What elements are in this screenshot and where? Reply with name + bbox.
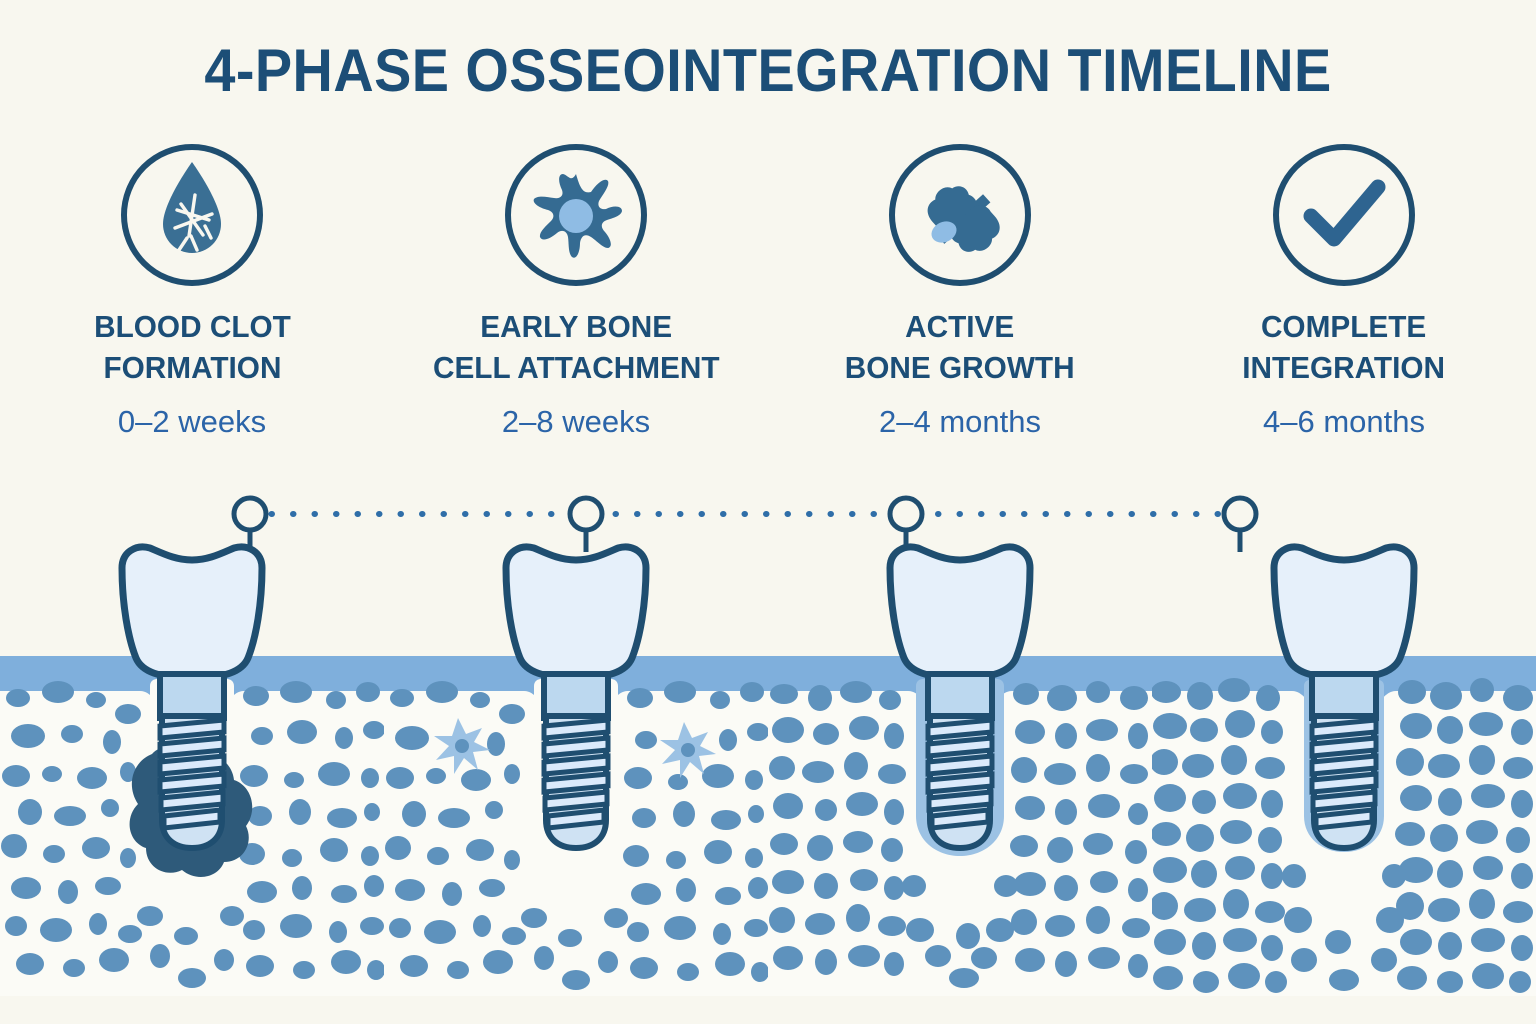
bone-speckles-right-4 xyxy=(1371,678,1533,993)
phase-duration-4: 4–6 months xyxy=(1263,404,1425,440)
phase-label-4-line1: COMPLETE xyxy=(1261,309,1427,344)
phase-label-2-line2: CELL ATTACHMENT xyxy=(432,350,720,386)
phase-label-2-line1: EARLY BONE xyxy=(480,309,672,344)
diagram-panel-1[interactable] xyxy=(0,486,384,996)
bone-cell-left-2 xyxy=(434,718,490,774)
phase-column-3[interactable]: ACTIVE BONE GROWTH 2–4 months xyxy=(768,140,1152,500)
phase-column-4[interactable]: COMPLETE INTEGRATION 4–6 months xyxy=(1152,140,1536,500)
phase-column-1[interactable]: BLOOD CLOT FORMATION 0–2 weeks xyxy=(0,140,384,500)
crown-4 xyxy=(1270,543,1418,682)
phase-label-1-line1: BLOOD CLOT xyxy=(93,309,291,344)
phase-header-row: BLOOD CLOT FORMATION 0–2 weeks EARLY BON… xyxy=(0,140,1536,500)
bone-speckles-left-3 xyxy=(769,681,980,988)
implant-threads-3 xyxy=(925,717,995,831)
diagram-row xyxy=(0,486,1536,996)
phase-duration-2: 2–8 weeks xyxy=(501,404,651,440)
abutment-2 xyxy=(541,671,611,721)
implant-threads-4 xyxy=(1309,717,1379,831)
phase-label-3-line2: BONE GROWTH xyxy=(845,350,1075,386)
phase-label-3-line1: ACTIVE xyxy=(905,309,1015,344)
diagram-panel-3[interactable] xyxy=(768,486,1152,996)
bone-speckles-left-1 xyxy=(1,681,206,988)
implant-threads-2 xyxy=(541,717,611,831)
phase-label-2: EARLY BONE CELL ATTACHMENT xyxy=(433,306,720,388)
crown-1 xyxy=(118,543,266,682)
checkmark-icon xyxy=(1269,140,1419,290)
phase-label-1-line2: FORMATION xyxy=(102,350,281,386)
timeline-node-2 xyxy=(567,495,605,552)
phase-label-3: ACTIVE BONE GROWTH xyxy=(845,306,1075,388)
abutment-3 xyxy=(925,671,995,721)
crown-3 xyxy=(886,543,1034,682)
bone-speckles-left-4 xyxy=(1152,678,1359,993)
bone-speckles-left-2 xyxy=(385,681,590,990)
phase-label-4: COMPLETE INTEGRATION xyxy=(1243,306,1446,388)
crown-2 xyxy=(502,543,650,682)
phase-column-2[interactable]: EARLY BONE CELL ATTACHMENT 2–8 weeks xyxy=(384,140,768,500)
blood-drop-icon xyxy=(117,140,267,290)
abutment-1 xyxy=(157,671,227,721)
phase-label-1: BLOOD CLOT FORMATION xyxy=(94,306,291,388)
bone-speckles-right-2 xyxy=(598,681,768,982)
diagram-panel-2[interactable] xyxy=(384,486,768,996)
abutment-4 xyxy=(1309,671,1379,721)
bone-icon xyxy=(885,140,1035,290)
page-title: 4-PHASE OSSEOINTEGRATION TIMELINE xyxy=(204,37,1332,104)
phase-duration-3: 2–4 months xyxy=(879,404,1041,440)
osteoblast-cell-icon xyxy=(501,140,651,290)
bone-speckles-right-1 xyxy=(214,681,384,980)
phase-label-4-line2: INTEGRATION xyxy=(1242,350,1446,386)
implant-threads-1 xyxy=(157,717,227,831)
timeline-node-4 xyxy=(1221,495,1259,552)
phase-duration-1: 0–2 weeks xyxy=(117,404,267,440)
bone-speckles-right-3 xyxy=(971,681,1150,978)
diagram-panel-4[interactable] xyxy=(1152,486,1536,996)
bone-cell-right-2 xyxy=(660,722,716,778)
